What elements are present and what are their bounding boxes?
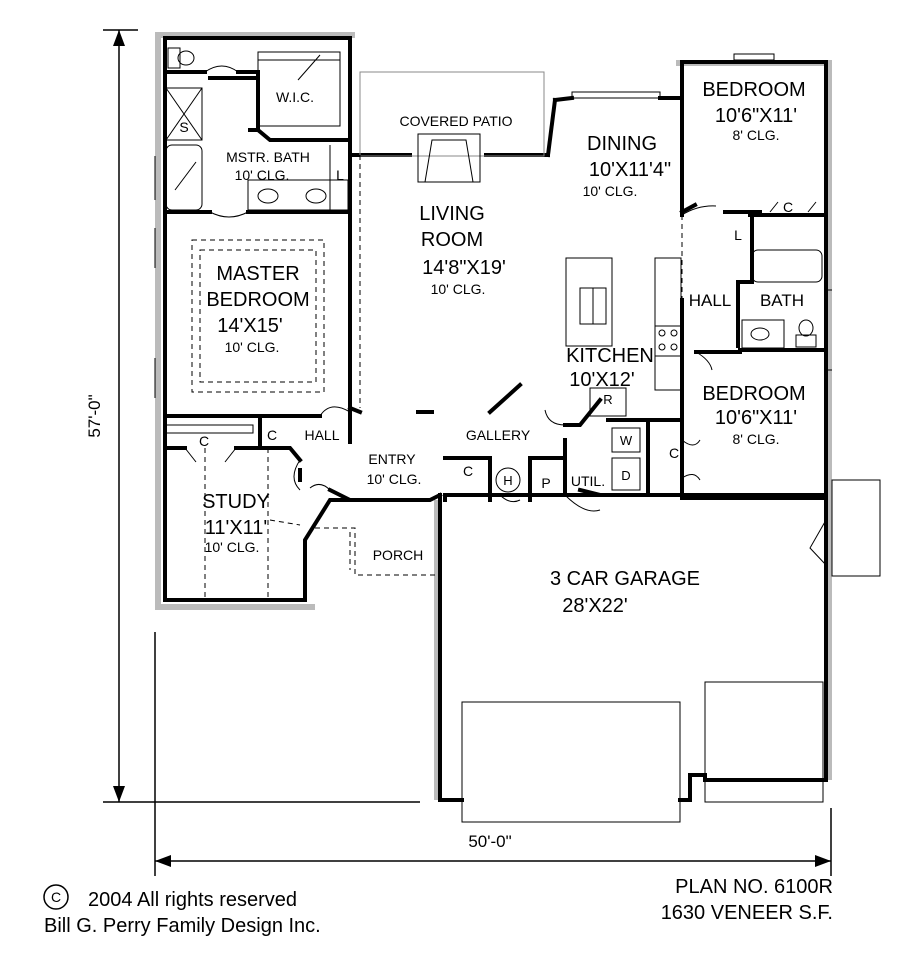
shower-label: S (179, 119, 188, 135)
copyright-line: 2004 All rights reserved (88, 889, 298, 911)
wic-label: W.I.C. (276, 89, 314, 105)
dining-label: DINING (587, 133, 657, 155)
study-size: 11'X11' (205, 517, 268, 539)
copyright-icon (43, 884, 69, 910)
bedroom-2-clg: 8' CLG. (732, 127, 779, 143)
master-bedroom-label-1: MASTER (216, 263, 299, 285)
company-name: Bill G. Perry Family Design Inc. (44, 915, 321, 937)
master-bedroom-clg: 10' CLG. (225, 339, 280, 355)
copyright-symbol: C (51, 889, 61, 905)
bedroom-3-clg: 8' CLG. (732, 431, 779, 447)
living-room-clg: 10' CLG. (431, 281, 486, 297)
study-closet-label: C (199, 433, 209, 449)
hall-right-label: HALL (689, 291, 732, 310)
dimension-lines (103, 29, 832, 876)
bath-label: BATH (760, 291, 804, 310)
living-room-size: 14'8"X19' (422, 257, 506, 279)
depth-dimension: 57'-0" (85, 394, 104, 437)
bedroom-2-size: 10'6"X11' (715, 105, 797, 127)
mstr-bath-linen: L (336, 167, 344, 183)
study-clg: 10' CLG. (205, 539, 260, 555)
bedroom-2-closet: C (783, 199, 793, 215)
master-bedroom-size: 14'X15' (217, 315, 282, 337)
plan-number: PLAN NO. 6100R (675, 876, 833, 898)
garage-label: 3 CAR GARAGE (550, 568, 700, 590)
width-dimension: 50'-0" (468, 832, 511, 851)
master-bedroom-label-2: BEDROOM (206, 289, 309, 311)
porch-label: PORCH (373, 547, 424, 563)
entry-clg: 10' CLG. (367, 471, 422, 487)
living-room-label-1: LIVING (419, 203, 485, 225)
coat-closet-label: C (463, 463, 473, 479)
covered-patio-label: COVERED PATIO (399, 113, 512, 129)
entry-label: ENTRY (368, 451, 416, 467)
living-room-label-2: ROOM (421, 229, 483, 251)
detail-lines (154, 47, 881, 823)
walls (163, 36, 828, 802)
gallery-label: GALLERY (466, 427, 531, 443)
hall-closet-label: C (267, 427, 277, 443)
linen-closet-label: L (734, 227, 742, 243)
mstr-bath-clg: 10' CLG. (235, 167, 290, 183)
mstr-bath-label: MSTR. BATH (226, 149, 310, 165)
washer-label: W (620, 433, 633, 448)
bedroom-3-size: 10'6"X11' (715, 407, 797, 429)
garage-size: 28'X22' (562, 595, 627, 617)
pantry-label: P (541, 475, 550, 491)
door-swings (184, 65, 827, 566)
heater-label: H (503, 473, 512, 488)
bedroom-2-label: BEDROOM (702, 79, 805, 101)
square-footage: 1630 VENEER S.F. (660, 902, 833, 924)
utility-label: UTIL. (571, 473, 605, 489)
bedroom-3-closet: C (669, 445, 679, 461)
hall-left-label: HALL (304, 427, 339, 443)
kitchen-size: 10'X12' (569, 369, 634, 391)
dryer-label: D (621, 468, 630, 483)
dining-clg: 10' CLG. (583, 183, 638, 199)
refrigerator-label: R (603, 392, 612, 407)
kitchen-label: KITCHEN (566, 345, 654, 367)
study-label: STUDY (202, 491, 270, 513)
bedroom-3-label: BEDROOM (702, 383, 805, 405)
dining-size: 10'X11'4" (589, 159, 671, 181)
